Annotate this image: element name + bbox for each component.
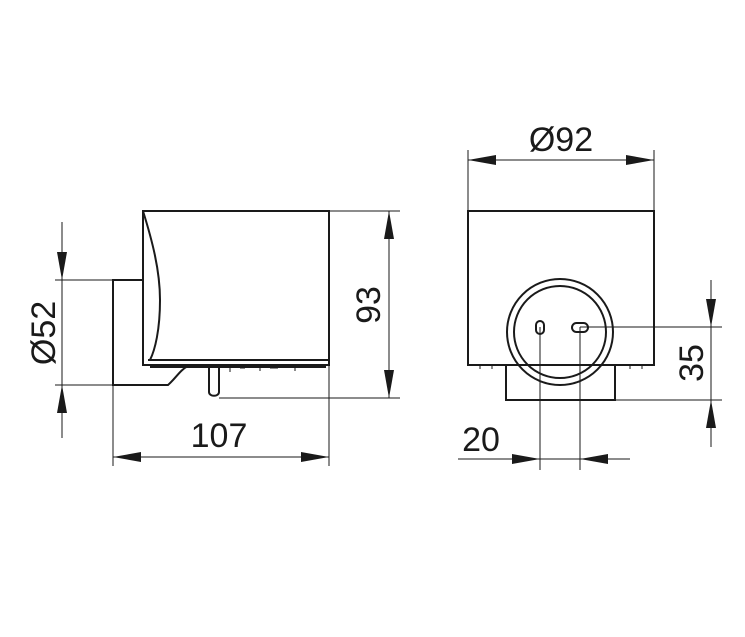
dim-107-arrow-right	[301, 452, 329, 462]
dim-20-arrow-left	[512, 454, 540, 464]
dim-35-arrow-top	[706, 299, 716, 327]
front-view-body	[467, 210, 655, 366]
side-view-pin	[208, 367, 220, 397]
dim-52-arrow-bottom	[57, 385, 67, 413]
dim-107-extension-lines	[112, 365, 330, 466]
dim-92-arrow-right	[626, 155, 654, 165]
dim-92-arrow-left	[468, 155, 496, 165]
dim-107-label: 107	[191, 417, 248, 455]
front-view-outer-ring	[506, 278, 614, 386]
dim-93-extension-lines	[219, 210, 400, 399]
front-view-inner-ring	[513, 285, 607, 379]
dim-92-label: Ø92	[529, 121, 593, 159]
dim-20-label: 20	[462, 421, 500, 459]
front-view: Ø92 35 20	[458, 121, 722, 470]
dim-52-arrow-top	[57, 252, 67, 280]
side-view-plate-details	[229, 367, 296, 372]
side-view-body	[142, 210, 330, 366]
dim-35-label: 35	[673, 344, 711, 382]
dim-93-arrow-top	[384, 211, 394, 239]
side-view-flange	[112, 210, 189, 386]
dim-93-label: 93	[350, 286, 388, 324]
front-view-bottom-details	[479, 365, 643, 369]
dim-52-label: Ø52	[25, 301, 63, 365]
dim-20-arrow-right	[580, 454, 608, 464]
dim-92-extension-lines	[467, 150, 655, 211]
side-view: Ø52 93 107	[25, 210, 400, 466]
dim-107-arrow-left	[113, 452, 141, 462]
side-view-bottom-plate	[148, 359, 329, 368]
dim-93-arrow-bottom	[384, 370, 394, 398]
dim-35-arrow-bottom	[706, 400, 716, 428]
front-view-mount-block	[505, 365, 616, 401]
